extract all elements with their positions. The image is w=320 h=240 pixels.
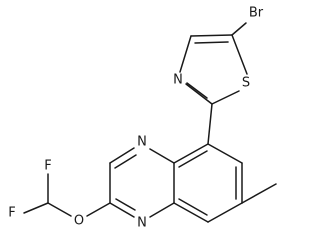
atom-f-top: F: [44, 159, 51, 174]
bond-c2-o: [86, 202, 111, 217]
structure-canvas: Br S N N N O F F: [8, 6, 277, 231]
bond-c5-s: [231, 34, 248, 75]
atom-n-bottom: N: [137, 216, 147, 231]
bond-n4-c3: [109, 147, 135, 164]
bond-c5-c4-inner: [194, 41, 229, 44]
atom-br: Br: [249, 6, 264, 21]
bond-s-c2: [211, 90, 240, 105]
bond-n3-c4: [179, 35, 192, 73]
bond-c5-c4: [190, 34, 233, 37]
chemical-structure: Br S N N N O F F: [8, 6, 277, 231]
atom-o: O: [74, 214, 84, 229]
bond-n4-c3-inner: [114, 154, 137, 169]
bond-c5-br: [231, 22, 247, 36]
bond-thiazole-quinoxaline: [207, 103, 213, 145]
bond-c7q-c8q: [207, 202, 243, 223]
atom-n-thiazole: N: [173, 73, 183, 88]
bond-c2-n3-inner: [186, 82, 208, 99]
bond-c4a-n4: [149, 148, 175, 164]
bond-o-chf2: [47, 202, 72, 217]
atom-s: S: [242, 76, 250, 91]
bond-chf2-fbottom: [23, 202, 49, 214]
atom-n-top: N: [137, 135, 147, 150]
bond-c2-n1-inner: [115, 198, 136, 211]
bond-methyl: [241, 183, 277, 204]
bond-n1-c8a: [149, 202, 175, 218]
bond-c2-n1: [109, 202, 135, 218]
bond-c8q-c8a: [173, 202, 209, 223]
bond-c2-n3: [185, 83, 213, 105]
bond-c5q-c6q: [207, 143, 243, 164]
atom-f-bottom: F: [8, 206, 15, 221]
bond-c4a-c5q-inner: [178, 150, 208, 168]
bond-c4a-c5q: [173, 143, 209, 164]
bond-c8q-c8a-inner: [178, 198, 208, 216]
